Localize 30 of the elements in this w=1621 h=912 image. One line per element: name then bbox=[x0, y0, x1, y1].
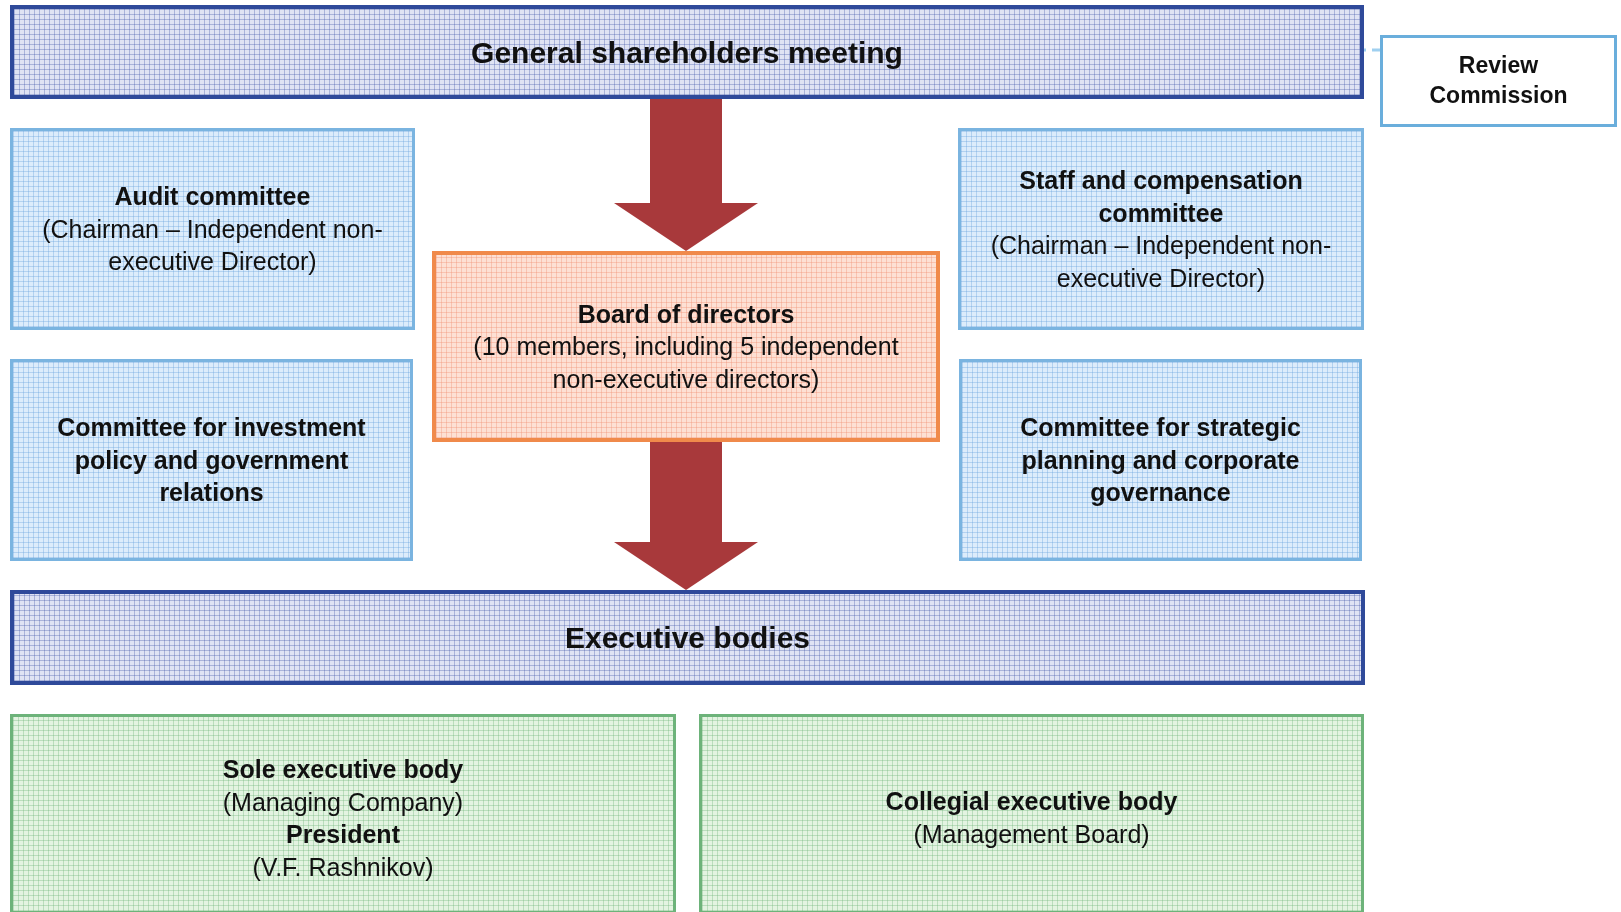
commission-box bbox=[1380, 35, 1617, 127]
box-text: (V.F. Rashnikov) bbox=[252, 851, 434, 883]
dashed-connector bbox=[1364, 48, 1380, 52]
box-text: (10 members, including 5 independent non-executive directors) bbox=[472, 331, 900, 395]
committee-box bbox=[10, 128, 415, 330]
committee-box bbox=[958, 128, 1364, 330]
box-text: (Chairman – Independent non-executive Director) bbox=[989, 230, 1333, 294]
block-arrow bbox=[614, 442, 758, 590]
executive-body-box bbox=[699, 714, 1364, 912]
box-heading: Committee for investment policy and government relations bbox=[56, 412, 367, 509]
box-text: (Management Board) bbox=[913, 818, 1150, 850]
committee-box bbox=[959, 359, 1362, 561]
box-heading: Staff and compensation committee bbox=[1018, 165, 1304, 229]
committee-box bbox=[10, 359, 413, 561]
board-box bbox=[432, 251, 940, 442]
box-heading: Board of directors bbox=[577, 298, 795, 330]
body-band bbox=[10, 590, 1365, 685]
body-band bbox=[10, 5, 1364, 99]
executive-body-box bbox=[10, 714, 676, 912]
box-heading: General shareholders meeting bbox=[471, 34, 903, 71]
box-text: (Chairman – Independent non-executive Director) bbox=[41, 213, 384, 278]
block-arrow bbox=[614, 99, 758, 251]
box-text: President bbox=[286, 819, 400, 850]
box-heading: Review Commission bbox=[1428, 51, 1569, 110]
box-heading: Sole executive body bbox=[222, 754, 464, 785]
box-heading: Audit committee bbox=[114, 181, 311, 213]
box-text: (Managing Company) bbox=[222, 786, 464, 818]
box-heading: Committee for strategic planning and corporate governance bbox=[1019, 412, 1302, 509]
box-heading: Executive bodies bbox=[564, 620, 811, 656]
box-heading: Collegial executive body bbox=[885, 786, 1178, 817]
